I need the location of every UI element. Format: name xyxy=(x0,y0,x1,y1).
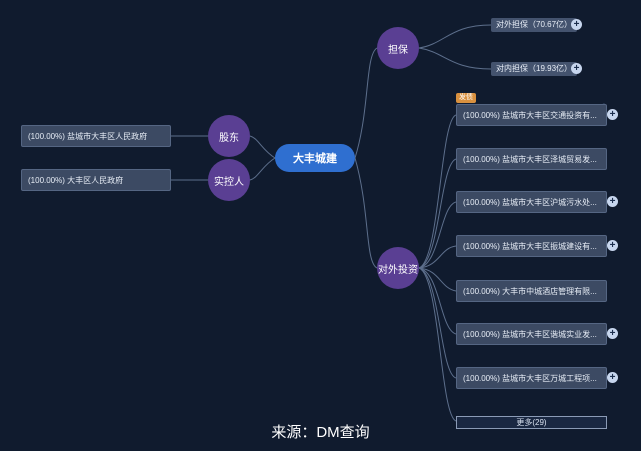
expand-plus-icon[interactable]: + xyxy=(607,372,618,383)
link-investment-1 xyxy=(418,114,457,269)
investment-item-1[interactable]: (100.00%) 盐城市大丰区交通投资有... xyxy=(456,104,607,126)
expand-plus-icon[interactable]: + xyxy=(607,240,618,251)
link-root-investment xyxy=(354,157,378,269)
link-investment-2 xyxy=(418,158,457,269)
guarantee-external[interactable]: 对外担保（70.67亿） xyxy=(491,18,578,32)
controller-node[interactable]: 实控人 xyxy=(208,159,250,201)
investment-item-5[interactable]: (100.00%) 大丰市中城酒店管理有限... xyxy=(456,280,607,302)
root-node[interactable]: 大丰城建 xyxy=(275,144,355,172)
link-investment-3 xyxy=(418,201,457,269)
investment-item-4[interactable]: (100.00%) 盐城市大丰区振城建设有... xyxy=(456,235,607,257)
investment-item-6[interactable]: (100.00%) 盐城市大丰区谐城实业发... xyxy=(456,323,607,345)
link-root-controller xyxy=(249,157,276,181)
guarantee-internal[interactable]: 对内担保（19.93亿） xyxy=(491,62,578,76)
investment-item-2[interactable]: (100.00%) 盐城市大丰区泽城贸易发... xyxy=(456,148,607,170)
investment-item-7[interactable]: (100.00%) 盐城市大丰区万城工程项... xyxy=(456,367,607,389)
investment-node[interactable]: 对外投资 xyxy=(377,247,419,289)
more-button[interactable]: 更多(29) xyxy=(456,416,607,429)
link-investment-5 xyxy=(418,267,457,292)
link-investment-4 xyxy=(418,245,457,269)
expand-plus-icon[interactable]: + xyxy=(571,19,582,30)
expand-plus-icon[interactable]: + xyxy=(607,109,618,120)
bond-tag: 发债 xyxy=(456,93,476,103)
expand-plus-icon[interactable]: + xyxy=(571,63,582,74)
link-investment-more xyxy=(418,267,457,422)
investment-item-3[interactable]: (100.00%) 盐城市大丰区沪城污水处... xyxy=(456,191,607,213)
link-investment-6 xyxy=(418,267,457,335)
link-guarantee-2 xyxy=(418,47,492,70)
controller-item[interactable]: (100.00%) 大丰区人民政府 xyxy=(21,169,171,191)
link-investment-7 xyxy=(418,267,457,379)
link-root-guarantee xyxy=(354,47,378,159)
source-caption: 来源：DM查询 xyxy=(271,424,370,441)
guarantee-node[interactable]: 担保 xyxy=(377,27,419,69)
expand-plus-icon[interactable]: + xyxy=(607,196,618,207)
shareholder-node[interactable]: 股东 xyxy=(208,115,250,157)
link-guarantee-1 xyxy=(418,24,492,49)
link-root-shareholder xyxy=(249,135,276,159)
expand-plus-icon[interactable]: + xyxy=(607,328,618,339)
shareholder-item[interactable]: (100.00%) 盐城市大丰区人民政府 xyxy=(21,125,171,147)
